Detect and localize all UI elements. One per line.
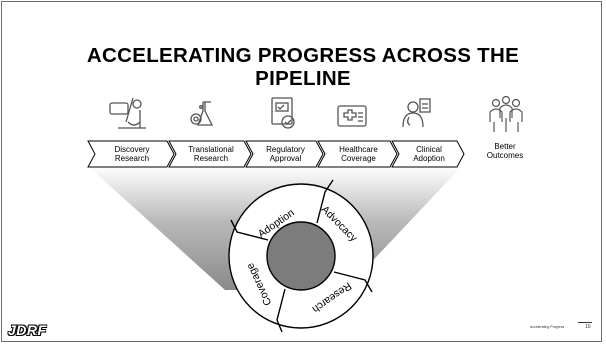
microscope-icon xyxy=(109,97,146,129)
chevron-healthcare xyxy=(317,140,398,168)
stage-label-line: Healthcare xyxy=(339,145,378,154)
cycle-divider-2 xyxy=(333,271,373,293)
outcome-label-line: Outcomes xyxy=(486,151,524,160)
chevron-regulatory xyxy=(245,140,324,168)
chevron-row xyxy=(87,140,465,168)
stage-label-line: Research xyxy=(193,154,229,163)
stage-label-line: Translational xyxy=(188,145,234,154)
approval-checklist-icon xyxy=(271,97,295,129)
stage-label-line: Discovery xyxy=(114,145,150,154)
title-line-2: PIPELINE xyxy=(255,67,351,90)
stage-label-line: Regulatory xyxy=(266,145,305,154)
stage-label-line: Coverage xyxy=(341,154,376,163)
doctor-clipboard-icon xyxy=(402,98,431,128)
chevron-translational xyxy=(168,140,252,168)
cycle-diagram: Adoption Advocacy Research Coverage xyxy=(228,179,374,333)
cycle-divider-4 xyxy=(230,219,269,241)
page-number: 10 xyxy=(585,324,591,330)
outcome-label: Better Outcomes xyxy=(477,142,533,160)
chevron-discovery xyxy=(87,140,175,168)
slide-title: ACCELERATING PROGRESS ACROSS THE PIPELIN… xyxy=(40,44,566,90)
cycle-divider-3 xyxy=(276,288,286,333)
cycle-divider-1 xyxy=(316,179,334,224)
footer-divider xyxy=(578,322,592,323)
footer-label: Accelerating Progress xyxy=(530,325,565,329)
insurance-card-icon xyxy=(337,105,367,127)
stage-label-line: Adoption xyxy=(413,154,445,163)
outcome-label-line: Better xyxy=(494,142,516,151)
cycle-center xyxy=(266,221,336,291)
people-group-icon xyxy=(489,95,523,132)
stage-label-line: Approval xyxy=(269,154,302,163)
stage-label-line: Research xyxy=(114,154,150,163)
jdrf-logo: JDRF xyxy=(8,322,47,338)
slide-border xyxy=(1,1,602,342)
chevron-clinical xyxy=(391,140,465,168)
flask-gear-icon xyxy=(190,101,214,126)
title-line-1: ACCELERATING PROGRESS ACROSS THE xyxy=(86,44,520,67)
stage-label-line: Clinical xyxy=(416,145,442,154)
